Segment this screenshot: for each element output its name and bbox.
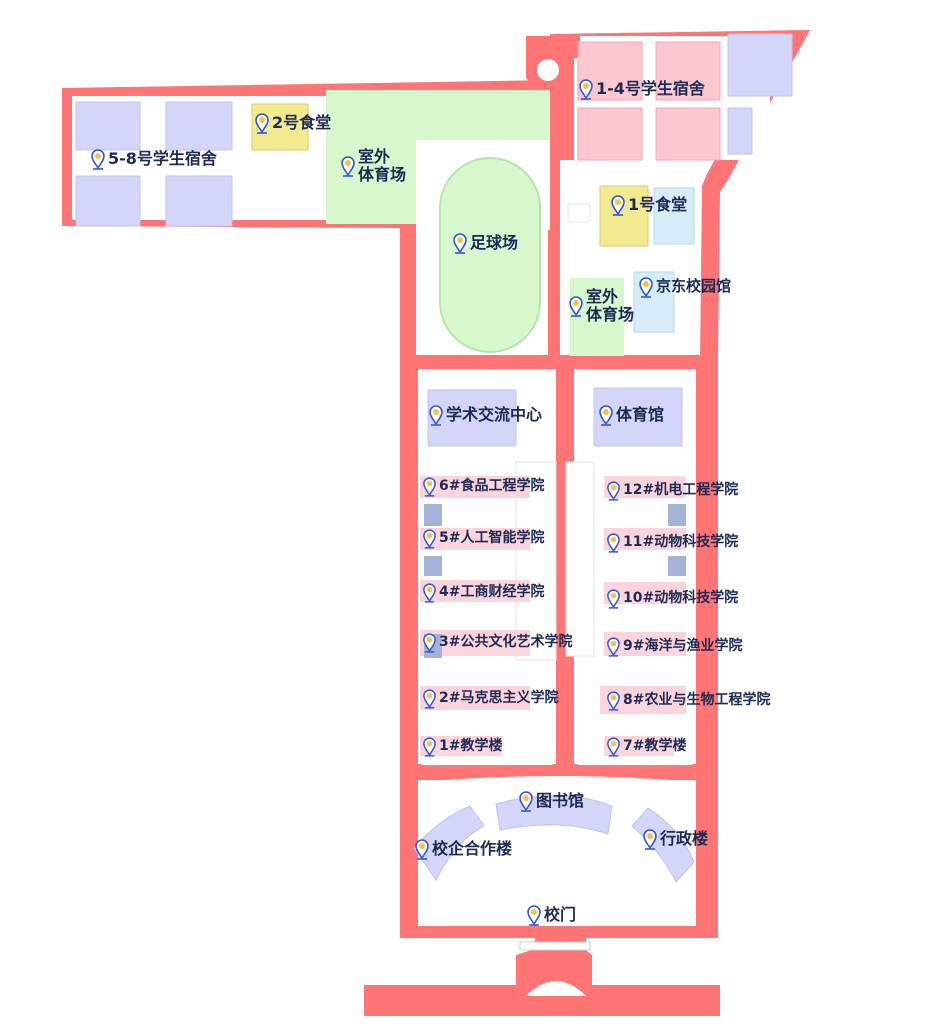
location-pin-icon [519,791,533,812]
label-dorm-1-4[interactable]: 1-4号学生宿舍 [578,78,705,100]
road-h-930 [400,926,718,938]
label-college-4[interactable]: 4#工商财经学院 [422,582,544,603]
label-text: 8#农业与生物工程学院 [623,692,771,709]
label-text: 图书馆 [536,790,585,810]
label-college-5[interactable]: 5#人工智能学院 [422,528,544,549]
label-text: 5#人工智能学院 [439,530,545,547]
label-dorm-5-8[interactable]: 5-8号学生宿舍 [90,148,217,170]
label-text: 1号食堂 [628,194,688,214]
label-outdoor-field-right[interactable]: 室外 体育场 [568,287,635,325]
enterprise-building-shape [413,805,485,881]
location-pin-icon [569,296,583,318]
location-pin-icon [607,481,620,501]
road-main-west [400,358,418,933]
label-text: 4#工商财经学院 [439,584,545,601]
location-pin-icon [423,689,436,709]
academic-center-building [427,389,517,447]
location-pin-icon [607,533,620,553]
right-college-buildings [600,476,686,756]
label-text: 室外 [358,147,391,166]
football-track [439,157,541,353]
label-text: 2#马克思主义学院 [439,690,559,707]
location-pin-icon [415,839,429,860]
label-text: 行政楼 [660,828,709,848]
dorm-1-4-buildings [577,33,793,161]
label-building-1[interactable]: 1#教学楼 [422,736,502,757]
label-text: 校企合作楼 [432,838,513,858]
label-text: 3#公共文化艺术学院 [439,634,573,651]
label-college-9[interactable]: 9#海洋与渔业学院 [606,636,742,657]
location-pin-icon [607,691,620,711]
label-text: 体育场 [586,305,635,325]
label-text: 2号食堂 [272,112,332,132]
label-text: 10#动物科技学院 [623,590,739,607]
location-pin-icon [341,156,355,178]
location-pin-icon [607,637,620,657]
label-text: 1-4号学生宿舍 [596,78,705,98]
label-canteen-1[interactable]: 1号食堂 [610,194,687,216]
canteen-1-building [599,185,649,247]
location-pin-icon [527,905,541,926]
road-main-middle [556,358,574,768]
location-pin-icon [599,405,613,426]
location-pin-icon [423,529,436,549]
label-gymnasium[interactable]: 体育馆 [598,404,664,426]
location-pin-icon [579,79,593,100]
label-text: 5-8号学生宿舍 [108,148,217,168]
label-college-8[interactable]: 8#农业与生物工程学院 [606,690,770,711]
location-pin-icon [429,405,443,426]
road-gate [364,936,720,1016]
dorm-5-8-buildings [75,101,233,227]
road-h-358 [400,355,718,369]
label-college-6[interactable]: 6#食品工程学院 [422,476,544,497]
left-college-buildings [420,476,530,756]
road-main-east [696,358,718,933]
road-h-768 [400,764,718,780]
location-pin-icon [643,829,657,850]
location-pin-icon [453,233,467,254]
location-pin-icon [423,737,436,757]
label-college-3[interactable]: 3#公共文化艺术学院 [422,632,572,653]
label-academic-center[interactable]: 学术交流中心 [428,404,542,426]
label-administration[interactable]: 行政楼 [642,828,708,850]
label-library[interactable]: 图书馆 [518,790,584,812]
label-text: 学术交流中心 [446,404,543,424]
label-text: 11#动物科技学院 [623,534,739,551]
location-pin-icon [611,195,625,216]
location-pin-icon [607,589,620,609]
label-college-10[interactable]: 10#动物科技学院 [606,588,738,609]
label-college-12[interactable]: 12#机电工程学院 [606,480,738,501]
location-pin-icon [607,737,620,757]
location-pin-icon [255,113,269,134]
label-outdoor-field-left[interactable]: 室外 体育场 [340,147,407,185]
label-building-7[interactable]: 7#教学楼 [606,736,686,757]
label-canteen-2[interactable]: 2号食堂 [254,112,331,134]
label-text: 京东校园馆 [656,277,732,296]
location-pin-icon [639,277,653,298]
roundabout [531,53,565,87]
label-football-field[interactable]: 足球场 [452,232,518,254]
label-text: 校门 [544,904,577,924]
label-text: 1#教学楼 [439,738,503,755]
label-jd-hall[interactable]: 京东校园馆 [638,276,731,298]
label-text: 体育场 [358,165,407,185]
label-text: 足球场 [470,232,519,252]
label-enterprise-building[interactable]: 校企合作楼 [414,838,512,860]
location-pin-icon [423,583,436,603]
light-blue-building [653,187,695,245]
location-pin-icon [91,149,105,170]
label-text: 7#教学楼 [623,738,687,755]
label-text: 室外 [586,287,619,306]
label-school-gate[interactable]: 校门 [526,904,576,926]
label-college-11[interactable]: 11#动物科技学院 [606,532,738,553]
label-college-2[interactable]: 2#马克思主义学院 [422,688,558,709]
location-pin-icon [423,477,436,497]
location-pin-icon [423,633,436,653]
label-text: 6#食品工程学院 [439,478,545,495]
label-text: 12#机电工程学院 [623,482,739,499]
label-text: 9#海洋与渔业学院 [623,638,743,655]
label-text: 体育馆 [616,404,665,424]
